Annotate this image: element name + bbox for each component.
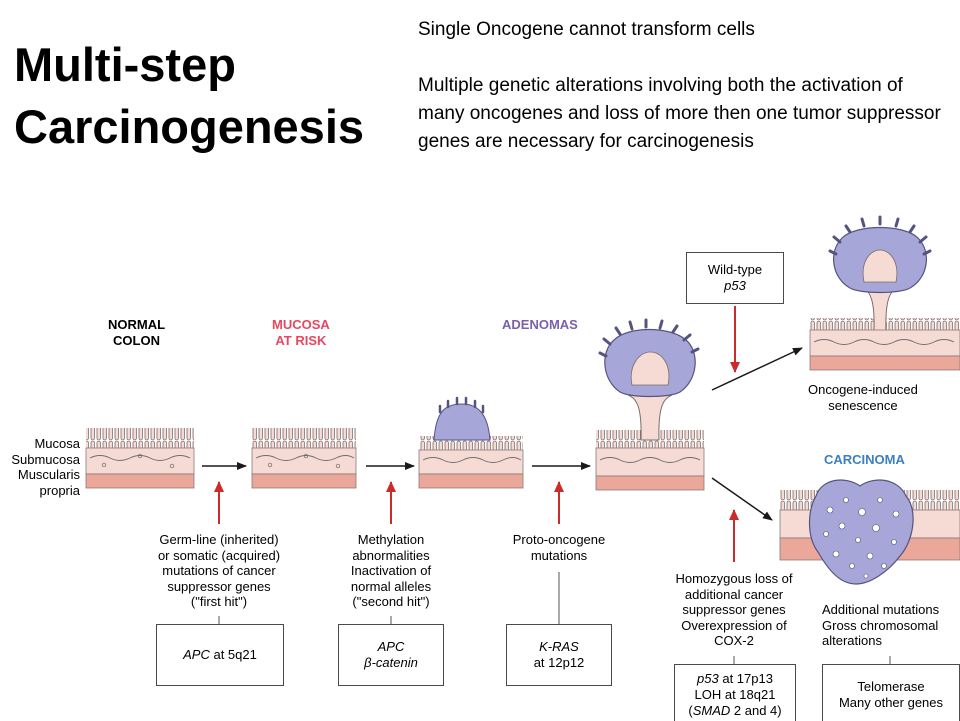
intro-line-2: Multiple genetic alterations involving b… — [418, 75, 941, 152]
stage-mucosa-at-risk: MUCOSA AT RISK — [272, 317, 330, 348]
tissue-carcinoma — [779, 479, 960, 585]
arrow-to-senescence — [711, 347, 803, 391]
tissue-senescence-polyp — [809, 215, 960, 371]
tissue-large-adenoma — [595, 318, 705, 491]
gene-box-wildtype-p53: Wild-type p53 — [686, 252, 784, 304]
stage-normal-colon: NORMAL COLON — [108, 317, 166, 348]
slide-title: Multi-step Carcinogenesis — [14, 34, 394, 158]
intro-text: Single Oncogene cannot transform cells M… — [418, 16, 948, 156]
stage-senescence: Oncogene-induced senescence — [808, 382, 918, 413]
stage-carcinoma: CARCINOMA — [824, 452, 905, 467]
gene-box-p53-loh: p53 at 17p13 LOH at 18q21 (SMAD 2 and 4) — [674, 664, 796, 721]
tissue-mucosa-at-risk — [251, 428, 357, 489]
layer-labels: Mucosa Submucosa Muscularis propria — [11, 436, 80, 498]
event-protooncogene: Proto-oncogene mutations — [512, 532, 606, 563]
event-germline: Germ-line (inherited) or somatic (acquir… — [157, 532, 281, 609]
event-homozygous: Homozygous loss of additional cancer sup… — [675, 571, 793, 648]
event-additional: Additional mutations Gross chromosomal a… — [822, 602, 940, 648]
intro-line-1: Single Oncogene cannot transform cells — [418, 19, 755, 40]
title-line-2: Carcinogenesis — [14, 100, 365, 153]
gene-box-apc-5q21: APC at 5q21 — [156, 624, 284, 686]
event-methylation: Methylation abnormalities Inactivation o… — [350, 532, 432, 609]
gene-box-apc-catenin: APC β-catenin — [338, 624, 444, 686]
title-line-1: Multi-step — [14, 38, 236, 91]
gene-box-kras: K-RAS at 12p12 — [506, 624, 612, 686]
gene-box-telomerase: Telomerase Many other genes — [822, 664, 960, 721]
stage-adenomas: ADENOMAS — [502, 317, 578, 332]
tissue-small-adenoma — [418, 396, 524, 489]
arrow-to-carcinoma — [711, 477, 773, 521]
tissue-normal-colon — [85, 428, 195, 489]
